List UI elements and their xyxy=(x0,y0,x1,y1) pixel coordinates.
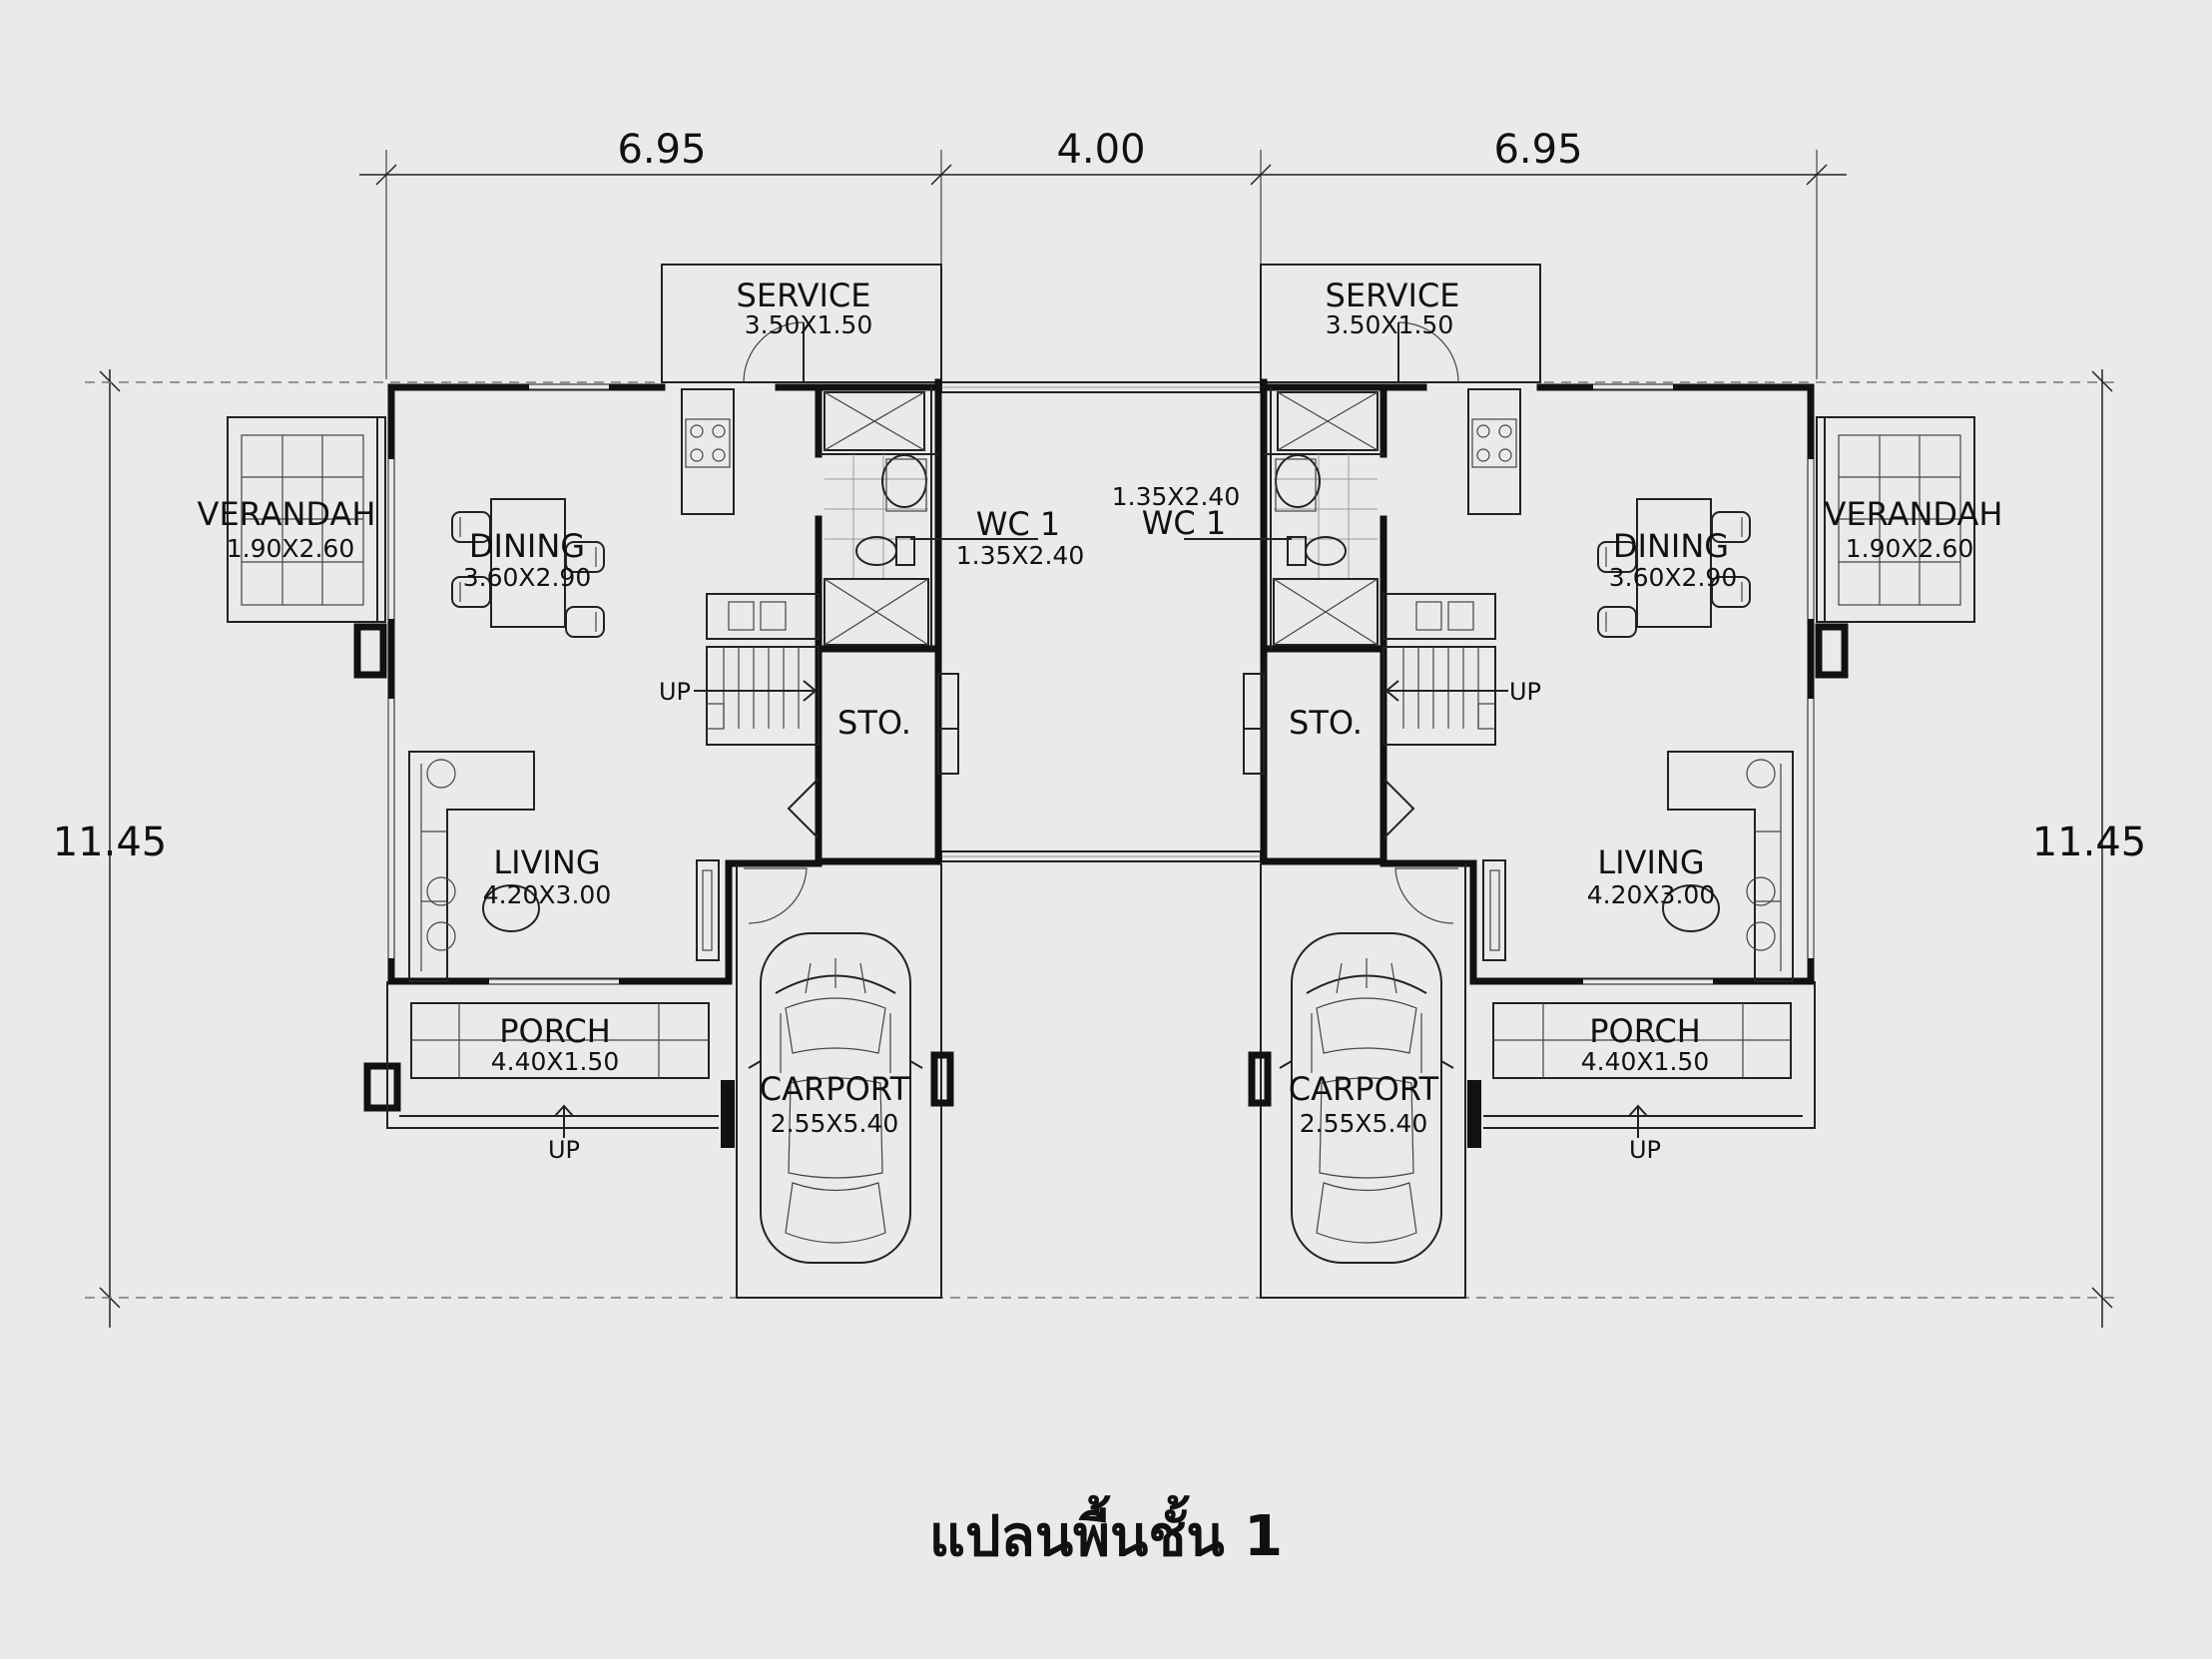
right-living-size: 4.20X3.00 xyxy=(1587,880,1715,909)
left-living-size: 4.20X3.00 xyxy=(483,880,611,909)
right-unit xyxy=(1184,264,1975,1299)
right-carport-size: 2.55X5.40 xyxy=(1300,1109,1427,1138)
right-porch-up-label: UP xyxy=(1629,1136,1661,1164)
right-porch-size: 4.40X1.50 xyxy=(1581,1047,1709,1076)
left-dining-label: DINING xyxy=(469,527,585,565)
dimension-right: 11.45 xyxy=(2032,820,2147,865)
left-service-label: SERVICE xyxy=(737,276,871,314)
left-porch-size: 4.40X1.50 xyxy=(491,1047,619,1076)
left-service-size: 3.50X1.50 xyxy=(745,310,872,339)
left-dining-size: 3.60X2.90 xyxy=(463,563,591,592)
left-stair-up-label: UP xyxy=(659,678,691,706)
plan-title: แปลนพื้นชั้น 1 xyxy=(929,1495,1283,1569)
right-verandah-size: 1.90X2.60 xyxy=(1846,534,1973,563)
left-living-label: LIVING xyxy=(493,843,600,881)
right-living-label: LIVING xyxy=(1597,843,1704,881)
right-service-size: 3.50X1.50 xyxy=(1326,310,1453,339)
right-stair-up-label: UP xyxy=(1509,678,1541,706)
right-porch-label: PORCH xyxy=(1589,1012,1701,1050)
dimension-top-left: 6.95 xyxy=(617,127,706,173)
right-carport-label: CARPORT xyxy=(1289,1070,1439,1108)
left-unit xyxy=(227,264,1038,1299)
central-passage xyxy=(940,381,1262,862)
left-storage-label: STO. xyxy=(837,704,911,742)
left-unit-labels: SERVICE 3.50X1.50 VERANDAH 1.90X2.60 DIN… xyxy=(198,276,1085,1164)
left-wc-size: 1.35X2.40 xyxy=(956,541,1084,570)
left-porch-label: PORCH xyxy=(499,1012,611,1050)
left-verandah-size: 1.90X2.60 xyxy=(227,534,354,563)
left-carport-label: CARPORT xyxy=(760,1070,910,1108)
right-verandah-label: VERANDAH xyxy=(1825,495,2003,533)
dimension-top-middle: 4.00 xyxy=(1056,127,1145,173)
right-dining-label: DINING xyxy=(1613,527,1729,565)
right-service-label: SERVICE xyxy=(1326,276,1460,314)
dimension-top-right: 6.95 xyxy=(1493,127,1582,173)
right-wc-size: 1.35X2.40 xyxy=(1112,482,1240,511)
right-unit-labels: SERVICE 3.50X1.50 VERANDAH 1.90X2.60 DIN… xyxy=(1112,276,2003,1164)
dimension-left: 11.45 xyxy=(53,820,168,865)
left-verandah-label: VERANDAH xyxy=(198,495,376,533)
right-dining-size: 3.60X2.90 xyxy=(1609,563,1737,592)
right-storage-label: STO. xyxy=(1289,704,1363,742)
right-wc-label: WC 1 xyxy=(1142,504,1227,542)
left-carport-size: 2.55X5.40 xyxy=(771,1109,898,1138)
left-wc-label: WC 1 xyxy=(976,505,1061,543)
left-porch-up-label: UP xyxy=(548,1136,580,1164)
dimension-lines xyxy=(85,150,2116,1328)
